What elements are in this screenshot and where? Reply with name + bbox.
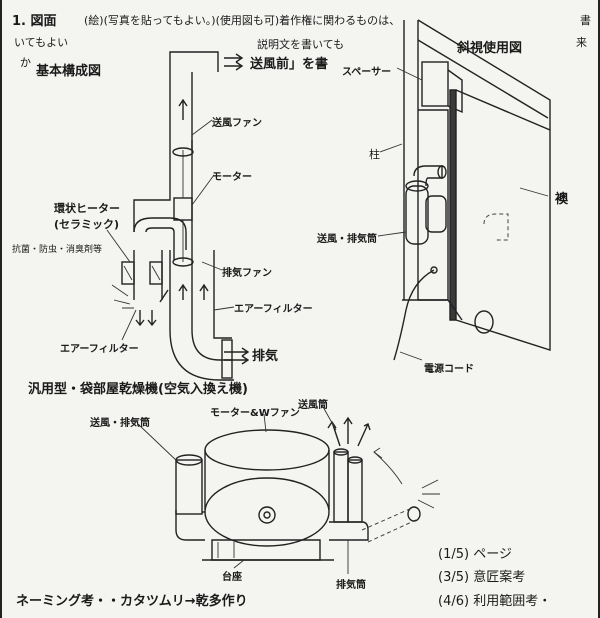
label-exhaust-pipe: 排気筒 — [336, 580, 366, 591]
footer-naming: ネーミング考・・カタツムリ→乾多作り — [16, 594, 248, 609]
header-line2-mid: 説明文を書いても — [257, 38, 345, 51]
label-motor: モーター — [212, 172, 252, 183]
label-power-cord: 電源コード — [424, 364, 474, 375]
header-line2: いてもよい — [14, 36, 69, 49]
label-fusuma: 襖 — [555, 192, 569, 207]
label-blow-fan: 送風ファン — [212, 118, 262, 129]
label-pillar: 柱 — [369, 148, 380, 161]
label-blow-pipe: 送風筒 — [298, 400, 328, 411]
label-ceramic: (セラミック) — [54, 218, 120, 231]
perspective-diagram-title: 斜視使用図 — [457, 41, 523, 56]
header-line1: (絵)(写真を貼ってもよい。)(使用図も可)着作権に関わるものは、 — [84, 14, 401, 27]
header-line2-end: 来 — [576, 36, 587, 49]
label-ring-heater: 環状ヒーター — [54, 202, 120, 215]
label-stand: 台座 — [222, 572, 242, 583]
label-exhaust-fan: 排気ファン — [222, 268, 272, 279]
label-motor-fan: モーター&Wファン — [210, 408, 300, 419]
blowing-label: 送風前」を書 — [250, 57, 329, 72]
label-spacer: スペーサー — [342, 67, 392, 78]
section-number-title: 1. 図面 — [12, 14, 57, 29]
label-deodorant: 抗菌・防虫・消臭剤等 — [12, 245, 103, 255]
basic-diagram-title: 基本構成図 — [36, 64, 102, 79]
machine-title: 汎用型・袋部屋乾燥機(空気入換え機) — [28, 382, 248, 397]
label-air-filter-left: エアーフィルター — [60, 344, 139, 355]
label-duct: 送風・排気筒 — [317, 234, 377, 245]
label-air-filter-right: エアーフィルター — [234, 304, 313, 315]
header-line3: か — [20, 56, 31, 69]
page-ref-1: (1/5) ページ — [438, 547, 512, 562]
page-ref-3: (4/6) 利用範囲考・ — [438, 594, 552, 609]
label-exhaust: 排気 — [252, 349, 279, 364]
page-ref-2: (3/5) 意匠案考 — [438, 570, 526, 585]
label-machine-duct: 送風・排気筒 — [90, 418, 150, 429]
header-line1-end: 書 — [580, 14, 591, 27]
